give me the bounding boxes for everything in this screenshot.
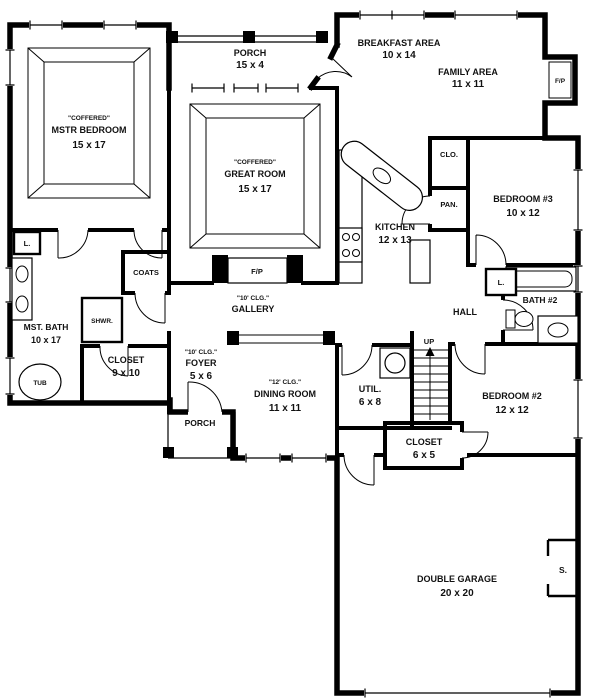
label-hall: HALL (453, 307, 477, 317)
label-mstbath-dims: 10 x 17 (31, 335, 61, 345)
tub-icon (18, 363, 62, 401)
label-closet2-dims: 6 x 5 (413, 450, 436, 461)
label-kitchen-name: KITCHEN (375, 222, 415, 232)
label-master-ceiling: "COFFERED" (68, 115, 110, 122)
door-openings (58, 196, 508, 460)
label-porch-front: PORCH (185, 418, 216, 428)
label-util-dims: 6 x 8 (359, 397, 382, 408)
label-dining-name: DINING ROOM (254, 389, 316, 399)
garage-door (364, 688, 551, 698)
label-stairs-up: UP (424, 337, 434, 346)
label-bath2: BATH #2 (523, 295, 558, 305)
label-pan: PAN. (440, 200, 457, 209)
label-coats: COATS (133, 268, 159, 277)
label-clo: CLO. (440, 150, 458, 159)
label-shower: SHWR. (91, 318, 113, 325)
label-garage-dims: 20 x 20 (440, 588, 474, 599)
kitchen-island (340, 140, 424, 211)
label-bedroom3-dims: 10 x 12 (506, 208, 540, 219)
label-porch-top-name: PORCH (234, 48, 267, 58)
label-linen-right: L. (498, 278, 505, 287)
bath2-vanity-icon (537, 315, 579, 344)
label-family-name: FAMILY AREA (438, 67, 498, 77)
windows (5, 10, 583, 463)
stairs (413, 347, 449, 423)
label-closet-master-name: CLOSET (108, 355, 145, 365)
label-master-dims: 15 x 17 (72, 140, 106, 151)
label-great-name: GREAT ROOM (224, 169, 285, 179)
bath2-toilet-icon (505, 309, 534, 329)
label-bedroom2-name: BEDROOM #2 (482, 391, 542, 401)
label-breakfast-dims: 10 x 14 (382, 50, 416, 61)
label-porch-top-dims: 15 x 4 (236, 60, 264, 71)
dining-opening-posts (227, 331, 335, 345)
label-bedroom3-name: BEDROOM #3 (493, 194, 553, 204)
greatroom-fireplace (212, 255, 303, 284)
label-family-dims: 11 x 11 (452, 79, 485, 90)
shower-box (80, 296, 124, 344)
master-coffered-tray (27, 47, 151, 199)
label-foyer-dims: 5 x 6 (190, 371, 213, 382)
label-family-fireplace: F/P (555, 78, 566, 85)
label-kitchen-dims: 12 x 13 (378, 235, 412, 246)
label-util-name: UTIL. (359, 384, 382, 394)
range-icon (338, 227, 363, 263)
label-master-name: MSTR BEDROOM (52, 125, 127, 135)
label-closet-master-dims: 9 x 10 (112, 368, 140, 379)
label-dining-ceiling: "12' CLG." (269, 379, 301, 386)
label-great-dims: 15 x 17 (238, 184, 272, 195)
label-garage-name: DOUBLE GARAGE (417, 574, 497, 584)
family-fireplace (548, 61, 572, 99)
label-closet2-name: CLOSET (406, 437, 443, 447)
label-great-ceiling: "COFFERED" (234, 159, 276, 166)
label-tub: TUB (33, 380, 47, 387)
linen-left-box (12, 230, 42, 256)
label-bedroom2-dims: 12 x 12 (495, 405, 529, 416)
label-great-fireplace: F/P (251, 267, 263, 276)
label-storage: S. (559, 565, 567, 575)
greatroom-coffered-tray (189, 103, 321, 249)
label-gallery-ceiling: "10' CLG." (237, 295, 269, 302)
bath2-tub-icon (505, 266, 577, 292)
label-mstbath-name: MST. BATH (24, 322, 69, 332)
rear-porch-outline (166, 31, 328, 43)
label-gallery-name: GALLERY (232, 304, 275, 314)
label-linen-left: L. (24, 239, 31, 248)
label-breakfast-name: BREAKFAST AREA (358, 38, 441, 48)
front-porch-outline (163, 412, 238, 459)
label-dining-dims: 11 x 11 (269, 403, 302, 414)
linen-right-box (484, 267, 518, 297)
label-foyer-name: FOYER (185, 358, 217, 368)
water-heater-icon (379, 347, 411, 379)
room-labels: PORCH 15 x 4 BREAKFAST AREA 10 x 14 FAMI… (24, 38, 567, 599)
master-vanity-icon (11, 257, 33, 321)
label-foyer-ceiling: "10' CLG." (185, 349, 217, 356)
garage-storage-box (546, 538, 578, 598)
